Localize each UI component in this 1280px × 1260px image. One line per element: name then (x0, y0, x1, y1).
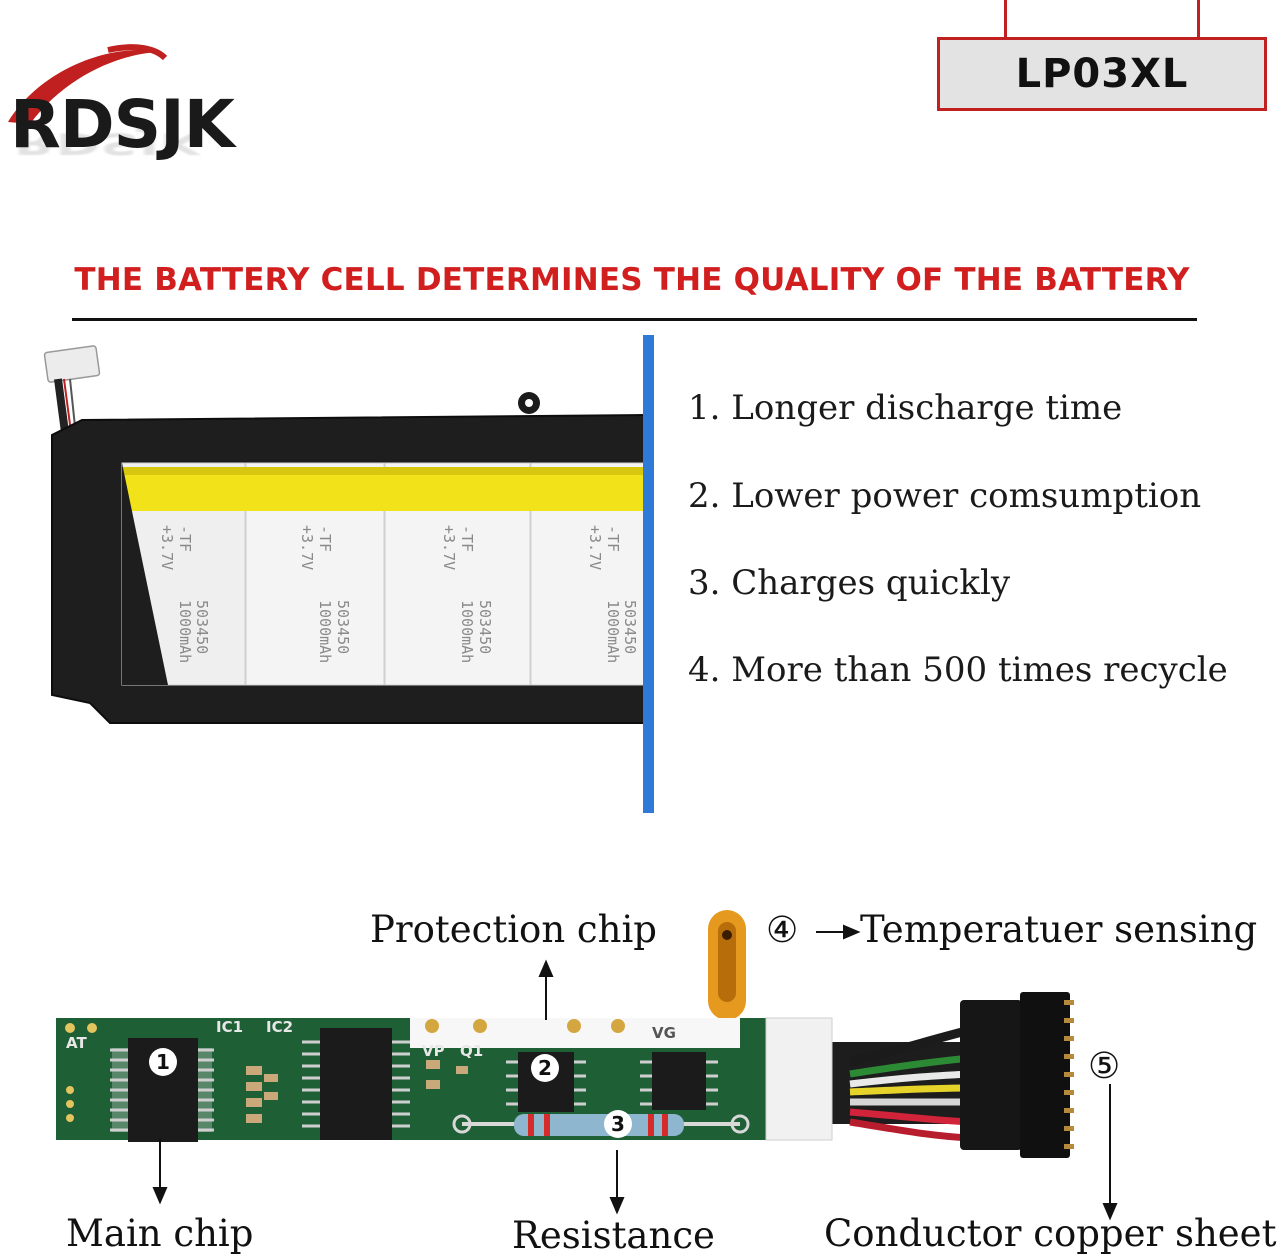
cell-2-text-a: -TF (316, 525, 334, 552)
marker-4-circled: ④ (766, 910, 799, 951)
pcb-pads (425, 1019, 625, 1033)
cell-3-text-c: 503450 (476, 600, 494, 654)
silk-q1: Q1 (460, 1042, 483, 1060)
cell-1-text-d: 1000mAh (176, 600, 194, 663)
smd-components (246, 1060, 468, 1123)
temperature-sensor (708, 910, 746, 1020)
battery-illustration: -TF +3.7V 503450 1000mAh -TF +3.7V 50345… (43, 335, 654, 813)
label-main-chip: Main chip (66, 1212, 254, 1255)
cell-1-text-c: 503450 (193, 600, 211, 654)
secondary-ic (302, 1028, 410, 1140)
cell-4-text-b: +3.7V (586, 525, 604, 570)
silk-at: AT (66, 1034, 87, 1052)
label-resistance: Resistance (512, 1214, 715, 1257)
feature-4: 4. More than 500 times recycle (688, 650, 1228, 690)
callout-arrows (152, 924, 1118, 1221)
cell-1-text-b: +3.7V (158, 525, 176, 570)
silk-ic1: IC1 (216, 1018, 243, 1036)
label-temperature-sensing: Temperatuer sensing (860, 908, 1258, 951)
divider-blue (643, 335, 654, 813)
model-hanger-left (1004, 0, 1007, 38)
logo-swoosh-icon (8, 44, 168, 124)
label-protection-chip: Protection chip (370, 908, 657, 951)
cable-connector (960, 992, 1074, 1158)
marker-5-circled: ⑤ (1088, 1046, 1121, 1087)
marker-3: 3 (611, 1112, 625, 1136)
silk-ic2: IC2 (266, 1018, 293, 1036)
marker-1: 1 (156, 1050, 170, 1074)
pcb-edge-strip (765, 1017, 833, 1141)
cell-3-text-b: +3.7V (440, 525, 458, 570)
wire-harness (830, 1025, 972, 1142)
feature-3: 3. Charges quickly (688, 563, 1011, 603)
feature-2: 2. Lower power comsumption (688, 476, 1202, 516)
model-hanger-right (1197, 0, 1200, 38)
cell-4-text-d: 1000mAh (604, 600, 622, 663)
headline-rule (72, 318, 1197, 321)
brand-name: RDSJK (10, 86, 235, 163)
cell-1-text-a: -TF (176, 525, 194, 552)
brand-logo: RDSJK RDSJK (0, 30, 380, 180)
cell-2-text-c: 503450 (334, 600, 352, 654)
pcb-illustration: AT IC1 IC2 VP Q1 VG 1 2 3 (56, 910, 1118, 1221)
feature-1: 1. Longer discharge time (688, 388, 1123, 428)
headline: THE BATTERY CELL DETERMINES THE QUALITY … (74, 262, 1190, 298)
cell-3-text-a: -TF (458, 525, 476, 552)
silk-vp: VP (422, 1042, 445, 1060)
brand-reflection: RDSJK (14, 126, 202, 161)
model-number: LP03XL (1015, 51, 1189, 97)
cell-3-text-d: 1000mAh (458, 600, 476, 663)
cell-yellow-band (122, 473, 645, 511)
silk-vg: VG (652, 1024, 676, 1042)
cell-4-text-a: -TF (604, 525, 622, 552)
model-badge: LP03XL (937, 37, 1267, 111)
cell-2-text-d: 1000mAh (316, 600, 334, 663)
battery-cells: -TF +3.7V 503450 1000mAh -TF +3.7V 50345… (121, 462, 646, 686)
resistor (452, 1114, 750, 1136)
cell-4-text-c: 503450 (621, 600, 639, 654)
label-conductor: Conductor copper sheet (824, 1212, 1277, 1255)
marker-2: 2 (538, 1056, 552, 1080)
cell-2-text-b: +3.7V (298, 525, 316, 570)
battery-connector (43, 345, 101, 456)
